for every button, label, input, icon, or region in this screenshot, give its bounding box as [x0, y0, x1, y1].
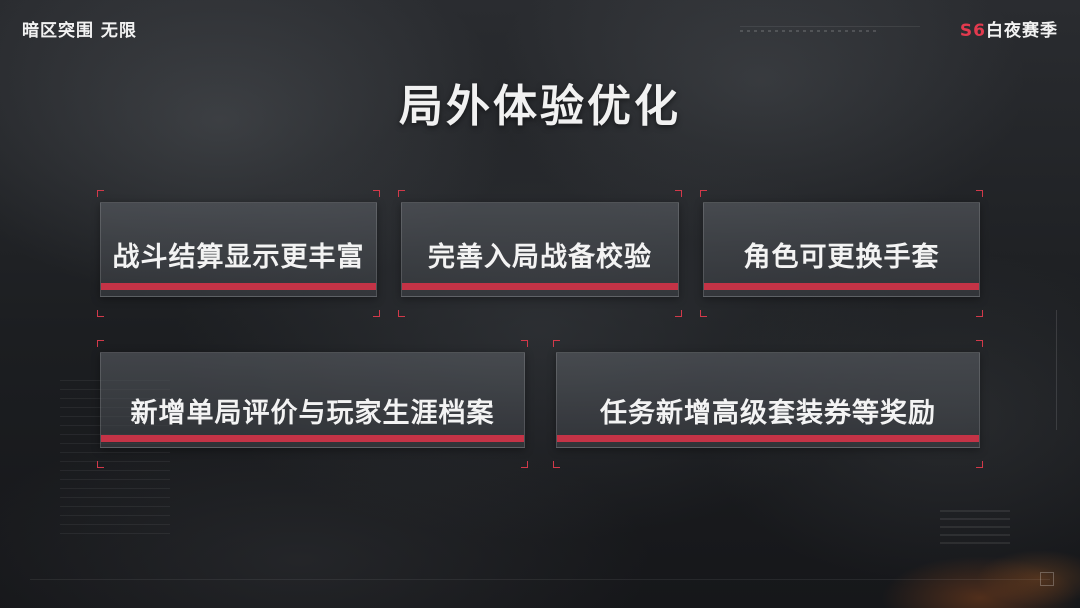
corner-bracket	[976, 190, 983, 197]
card-red-bar	[101, 283, 376, 290]
corner-bracket	[398, 310, 405, 317]
corner-bracket	[976, 310, 983, 317]
card-gloves: 角色可更换手套	[700, 190, 983, 317]
corner-bracket	[373, 190, 380, 197]
season-logo: S6白夜赛季	[960, 16, 1058, 41]
corner-bracket	[976, 340, 983, 347]
corner-bracket	[553, 461, 560, 468]
season-name: 白夜赛季	[986, 21, 1058, 41]
corner-bracket	[521, 461, 528, 468]
card-loadout-check: 完善入局战备校验	[398, 190, 682, 317]
card-panel: 任务新增高级套装券等奖励	[556, 352, 980, 448]
card-label: 任务新增高级套装券等奖励	[600, 398, 936, 429]
page-title: 局外体验优化	[399, 81, 681, 132]
corner-bracket	[976, 461, 983, 468]
card-red-bar	[557, 435, 979, 442]
card-match-rating-profile: 新增单局评价与玩家生涯档案	[97, 340, 528, 468]
game-logo: 暗区突围 无限	[22, 21, 137, 41]
card-label: 战斗结算显示更丰富	[112, 242, 365, 273]
corner-bracket	[521, 340, 528, 347]
hud-decoration-right	[1056, 310, 1062, 430]
corner-bracket	[700, 190, 707, 197]
card-red-bar	[402, 283, 678, 290]
corner-bracket	[97, 310, 104, 317]
card-red-bar	[704, 283, 979, 290]
card-red-bar	[101, 435, 524, 442]
season-number: S6	[959, 21, 986, 41]
corner-bracket	[373, 310, 380, 317]
corner-bracket	[97, 461, 104, 468]
card-task-rewards: 任务新增高级套装券等奖励	[553, 340, 983, 468]
corner-mark	[1040, 572, 1054, 586]
corner-bracket	[97, 190, 104, 197]
corner-bracket	[700, 310, 707, 317]
corner-bracket	[675, 190, 682, 197]
hud-decoration-top	[740, 26, 920, 36]
card-panel: 完善入局战备校验	[401, 202, 679, 297]
card-panel: 战斗结算显示更丰富	[100, 202, 377, 297]
corner-bracket	[398, 190, 405, 197]
card-battle-settlement: 战斗结算显示更丰富	[97, 190, 380, 317]
hud-bottom-line	[30, 579, 1050, 580]
card-label: 新增单局评价与玩家生涯档案	[130, 398, 495, 429]
card-label: 完善入局战备校验	[428, 242, 652, 273]
corner-bracket	[675, 310, 682, 317]
card-label: 角色可更换手套	[743, 242, 940, 273]
card-panel: 角色可更换手套	[703, 202, 980, 297]
ember-glow	[780, 428, 1080, 608]
corner-bracket	[553, 340, 560, 347]
hud-decoration-bottom-right	[940, 510, 1010, 550]
card-panel: 新增单局评价与玩家生涯档案	[100, 352, 525, 448]
corner-bracket	[97, 340, 104, 347]
